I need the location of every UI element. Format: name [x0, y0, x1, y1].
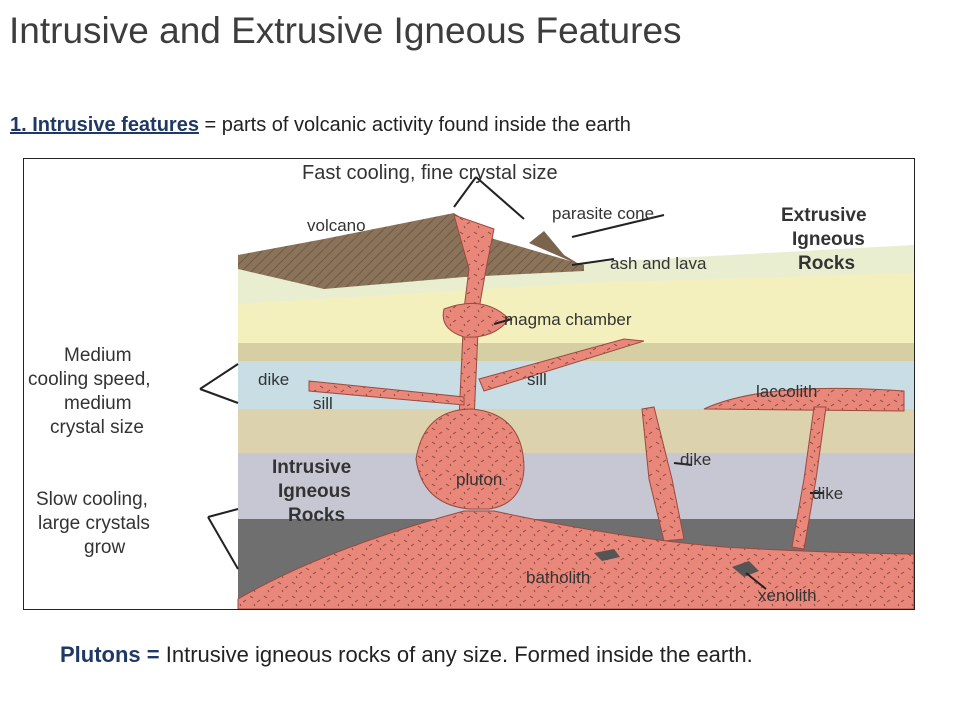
label-slow-3: grow [84, 537, 125, 558]
xenolith-body [732, 561, 759, 577]
igneous-features-diagram: Fast cooling, fine crystal size volcano … [23, 158, 915, 610]
label-laccolith: laccolith [756, 382, 817, 401]
label-dike-center: dike [680, 450, 711, 469]
batholith-body [237, 510, 914, 609]
label-intrusive-3: Rocks [288, 505, 345, 526]
xenolith-body-2 [594, 549, 620, 561]
intrusive-term: 1. Intrusive features [10, 114, 199, 136]
label-medium-3: medium [64, 393, 132, 414]
page-title: Intrusive and Extrusive Igneous Features [9, 10, 682, 51]
label-extrusive-1: Extrusive [781, 205, 867, 226]
pluton-body [415, 408, 525, 510]
label-slow-1: Slow cooling, [36, 489, 148, 510]
label-sill-left: sill [313, 394, 333, 413]
label-medium-4: crystal size [50, 417, 144, 438]
yellow-layer [238, 271, 914, 343]
label-volcano: volcano [307, 216, 366, 235]
label-medium-1: Medium [64, 345, 132, 366]
magma-chamber-body [442, 302, 510, 338]
plutons-definition: Plutons = Intrusive igneous rocks of any… [60, 642, 753, 668]
label-intrusive-1: Intrusive [272, 457, 351, 478]
green-layer [238, 245, 914, 304]
label-fast-cooling: Fast cooling, fine crystal size [302, 162, 558, 184]
tan-layer [238, 407, 914, 453]
label-extrusive-3: Rocks [798, 253, 855, 274]
khaki-layer [238, 341, 914, 361]
plutons-term: Plutons = [60, 642, 160, 667]
dike-right-body [791, 406, 827, 550]
sill-left-body [308, 380, 465, 406]
plutons-definition-text: Intrusive igneous rocks of any size. For… [165, 642, 753, 667]
label-dike-left: dike [258, 370, 289, 389]
laccolith-body [703, 387, 905, 412]
label-extrusive-2: Igneous [792, 229, 865, 250]
label-slow-2: large crystals [38, 513, 150, 534]
parasite-cone [529, 231, 584, 267]
label-dike-right: dike [812, 484, 843, 503]
intrusive-definition-text: = parts of volcanic activity found insid… [204, 114, 631, 136]
label-xenolith: xenolith [758, 586, 817, 605]
intrusive-definition: 1. Intrusive features = parts of volcani… [10, 114, 631, 137]
volcano-cone [238, 213, 584, 289]
label-sill-mid: sill [527, 370, 547, 389]
sill-right-body [478, 338, 645, 392]
label-batholith: batholith [526, 568, 590, 587]
label-magma-chamber: magma chamber [504, 310, 632, 329]
dike-center-body [641, 406, 685, 542]
label-parasite-cone: parasite cone [552, 204, 654, 223]
label-ash-and-lava: ash and lava [610, 254, 707, 273]
label-pluton: pluton [456, 470, 502, 489]
label-intrusive-2: Igneous [278, 481, 351, 502]
label-medium-2: cooling speed, [28, 369, 151, 390]
